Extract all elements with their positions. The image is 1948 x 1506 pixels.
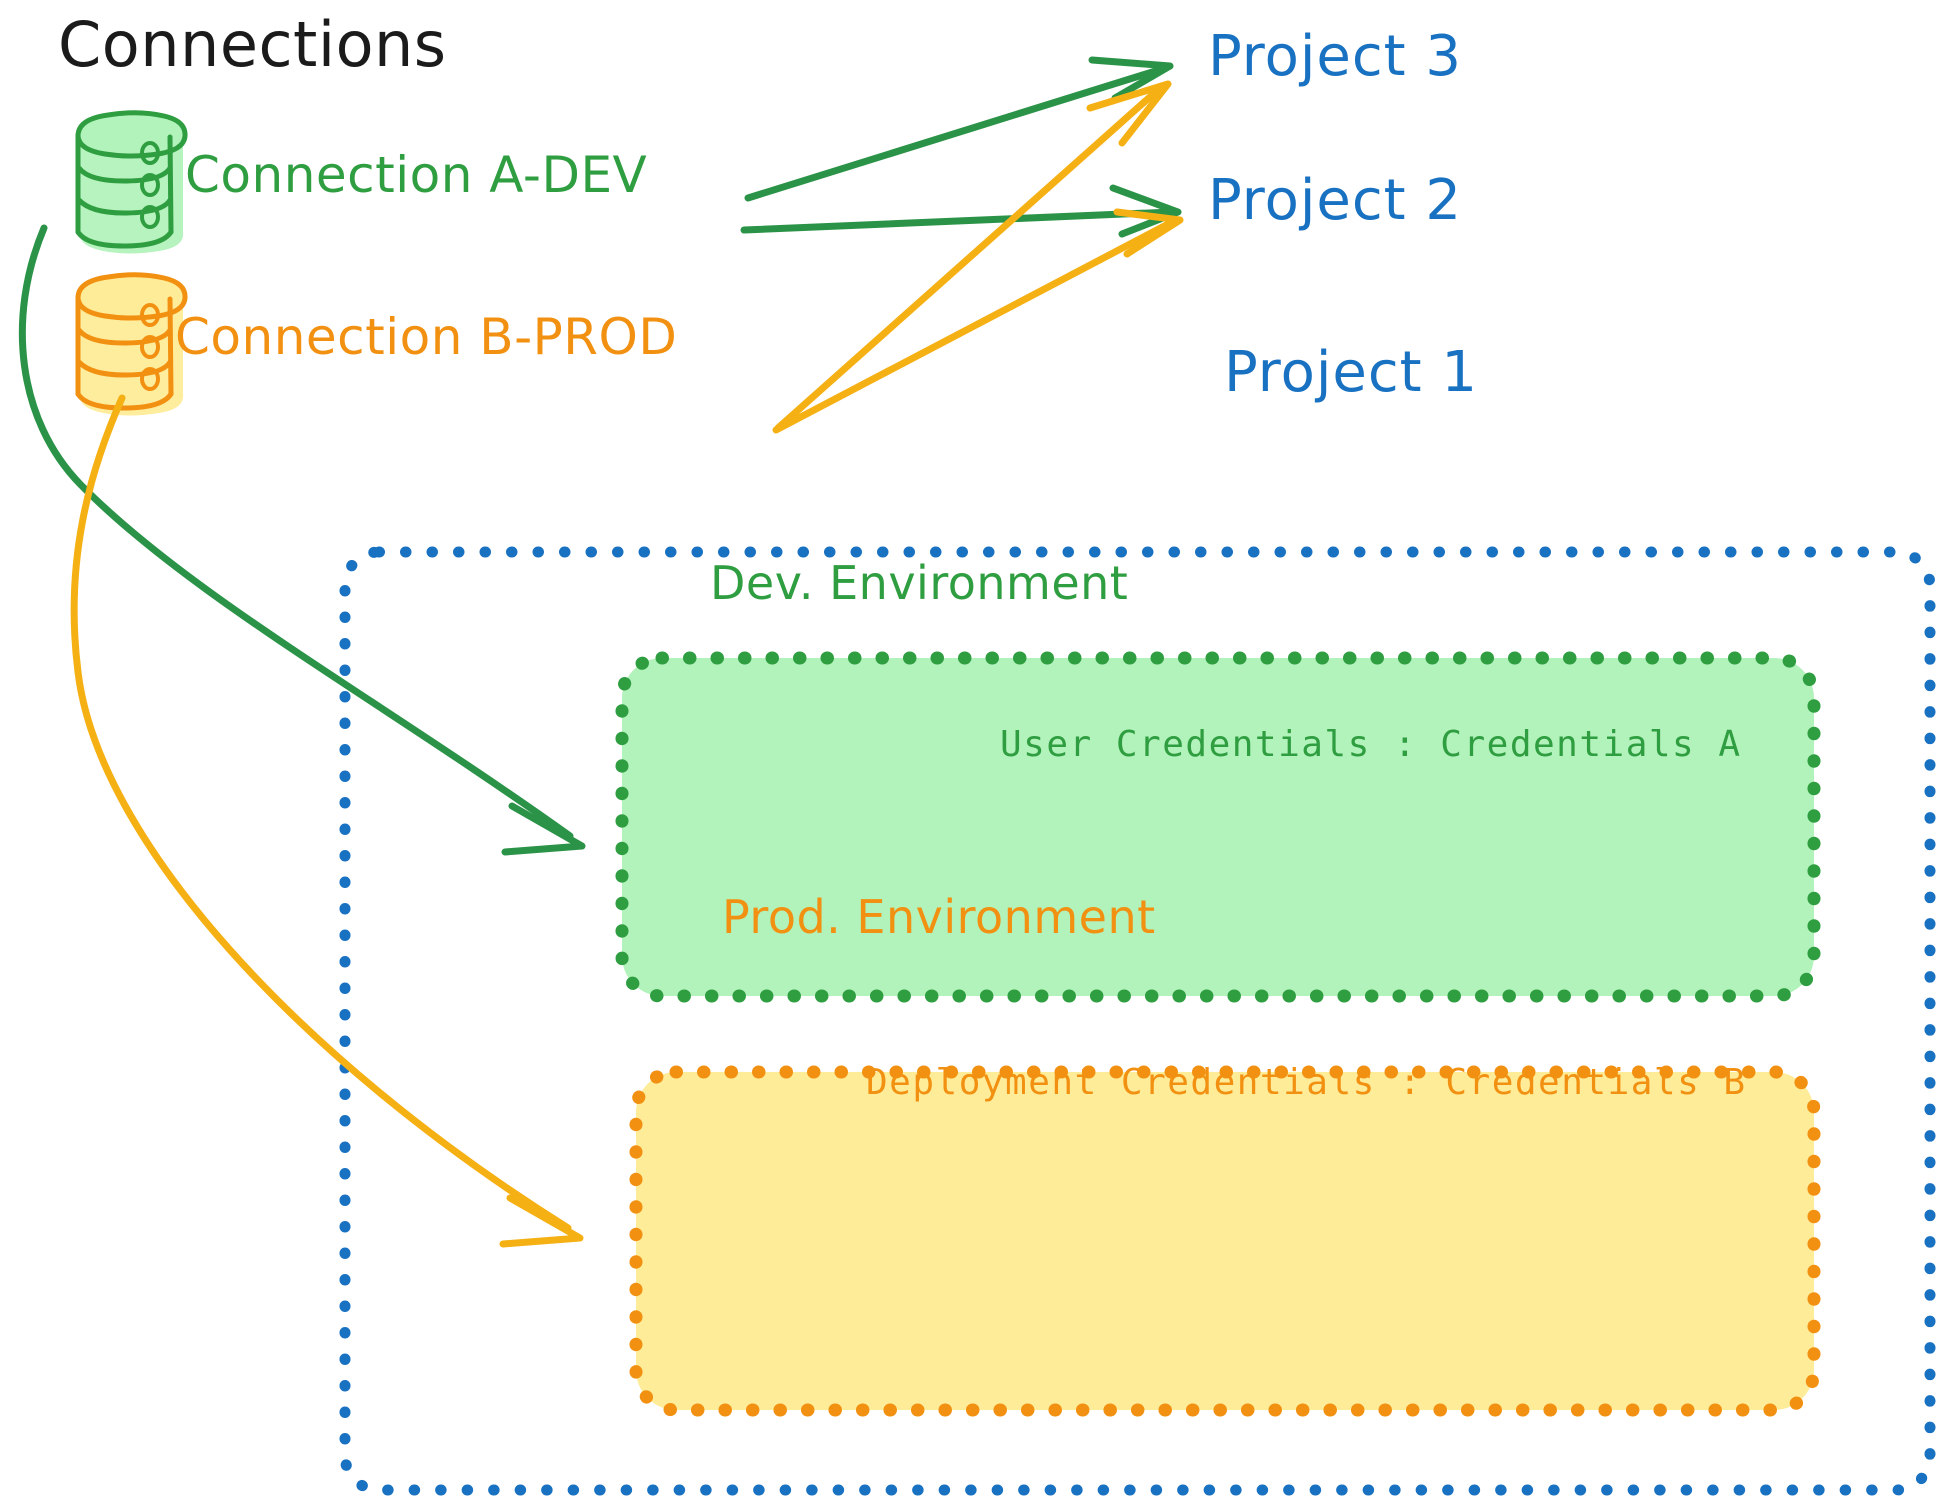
project-1-label[interactable]: Project 1 <box>1224 340 1479 405</box>
connection-b-prod-label[interactable]: Connection B-PROD <box>175 308 678 366</box>
arrow-conn-a-to-dev-environment <box>18 224 586 856</box>
arrow-conn-a-to-project-2 <box>740 184 1182 238</box>
project-2-label[interactable]: Project 2 <box>1208 168 1463 233</box>
arrow-conn-b-to-project-3 <box>774 80 1172 432</box>
dev-environment-credentials: User Credentials : Credentials A <box>1000 724 1742 765</box>
arrow-conn-b-to-project-2 <box>772 208 1184 434</box>
dev-environment-title: Dev. Environment <box>710 556 1129 610</box>
arrow-conn-a-to-project-3 <box>744 56 1174 202</box>
prod-environment-box[interactable] <box>629 1065 1821 1417</box>
database-cylinder-icon-green[interactable] <box>75 110 188 254</box>
arrow-conn-b-to-prod-environment <box>70 394 584 1248</box>
project-3-label[interactable]: Project 3 <box>1208 24 1463 89</box>
connection-a-dev-label[interactable]: Connection A-DEV <box>185 146 648 204</box>
page-title: Connections <box>58 8 447 81</box>
dev-environment-box[interactable] <box>615 651 1821 1003</box>
prod-environment-title: Prod. Environment <box>722 890 1156 944</box>
prod-environment-credentials: Deployment Credentials : Credentials B <box>866 1062 1747 1103</box>
database-cylinder-icon-orange[interactable] <box>75 272 188 416</box>
